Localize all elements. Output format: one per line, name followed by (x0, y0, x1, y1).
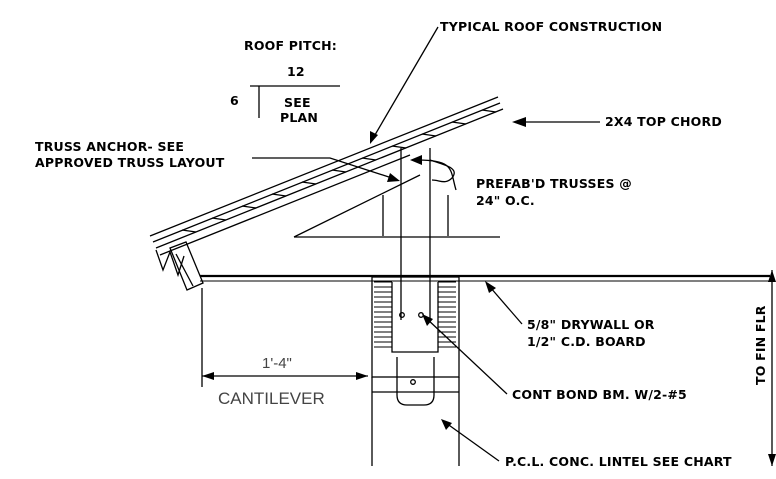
roof-pitch-symbol: ROOF PITCH: 12 6 SEE PLAN (230, 38, 340, 125)
eave-fascia-3 (175, 253, 194, 287)
top-chord-arrow (512, 117, 526, 127)
roof-pitch-title: ROOF PITCH: (244, 38, 337, 53)
dim-arrow-right (356, 372, 368, 380)
prefab-label-line1: PREFAB'D TRUSSES @ (476, 176, 632, 191)
roof-line-3 (155, 108, 504, 249)
fin-flr-arrow-bottom (768, 454, 776, 466)
cantilever-dimension: 1'-4" CANTILEVER (201, 288, 368, 408)
eave-fascia-2 (169, 241, 204, 291)
to-fin-flr-text: TO FIN FLR (753, 305, 768, 385)
typical-roof-leader (371, 26, 439, 141)
pitch-rise-value: 6 (230, 93, 239, 108)
lintel-leader (445, 422, 500, 462)
bond-beam (371, 276, 460, 466)
prefab-bracket (429, 159, 455, 183)
roof-line-2 (152, 102, 501, 243)
hatch-left (374, 281, 392, 348)
roof-construction (149, 96, 504, 291)
eave-fascia-1 (155, 249, 185, 278)
shingle-steps (181, 109, 497, 233)
typical-roof-label: TYPICAL ROOF CONSTRUCTION (440, 19, 662, 34)
rebar-left (399, 312, 405, 318)
truss-anchor-arrow (387, 173, 400, 182)
ceiling-line (200, 274, 770, 282)
truss-web-diagonal (293, 174, 421, 238)
fin-flr-arrow-top (768, 270, 776, 282)
lintel-u-channel (396, 357, 435, 406)
cont-bond-arrow (422, 314, 433, 326)
drywall-label-line1: 5/8" DRYWALL OR (527, 317, 655, 332)
cantilever-dim-text: 1'-4" (262, 355, 292, 372)
cont-bond-label: CONT BOND BM. W/2-#5 (512, 387, 687, 402)
prefab-leader (417, 159, 457, 191)
truss-anchor-line1: TRUSS ANCHOR- SEE (35, 139, 184, 154)
lintel-label: P.C.L. CONC. LINTEL SEE CHART (505, 454, 732, 469)
rebar-bottom (410, 379, 416, 385)
roof-line-4 (159, 154, 411, 256)
top-chord-label: 2X4 TOP CHORD (605, 114, 722, 129)
roof-line-1 (149, 96, 499, 237)
cantilever-label: CANTILEVER (218, 389, 325, 408)
cont-bond-leader (425, 317, 508, 395)
drywall-arrow (485, 281, 496, 293)
prefab-label-line2: 24" O.C. (476, 193, 535, 208)
fin-flr-dimension: TO FIN FLR (753, 270, 776, 466)
dim-arrow-left (202, 372, 214, 380)
pitch-run-value: 12 (287, 64, 305, 79)
lintel-arrow (441, 419, 452, 430)
bond-beam-outline (371, 276, 460, 378)
lintel-inner (391, 282, 439, 353)
truss (293, 148, 500, 320)
drywall-label-line2: 1/2" C.D. BOARD (527, 334, 646, 349)
callouts: TYPICAL ROOF CONSTRUCTION 2X4 TOP CHORD … (35, 19, 732, 469)
typical-roof-arrow (370, 131, 378, 144)
pitch-plan-text: PLAN (280, 110, 318, 125)
prefab-arrow (410, 155, 422, 165)
pitch-see-text: SEE (284, 95, 311, 110)
truss-anchor-line2: APPROVED TRUSS LAYOUT (35, 155, 225, 170)
drywall-leader (489, 286, 523, 325)
hatch-right (438, 281, 456, 348)
truss-anchor-leader (252, 157, 393, 179)
